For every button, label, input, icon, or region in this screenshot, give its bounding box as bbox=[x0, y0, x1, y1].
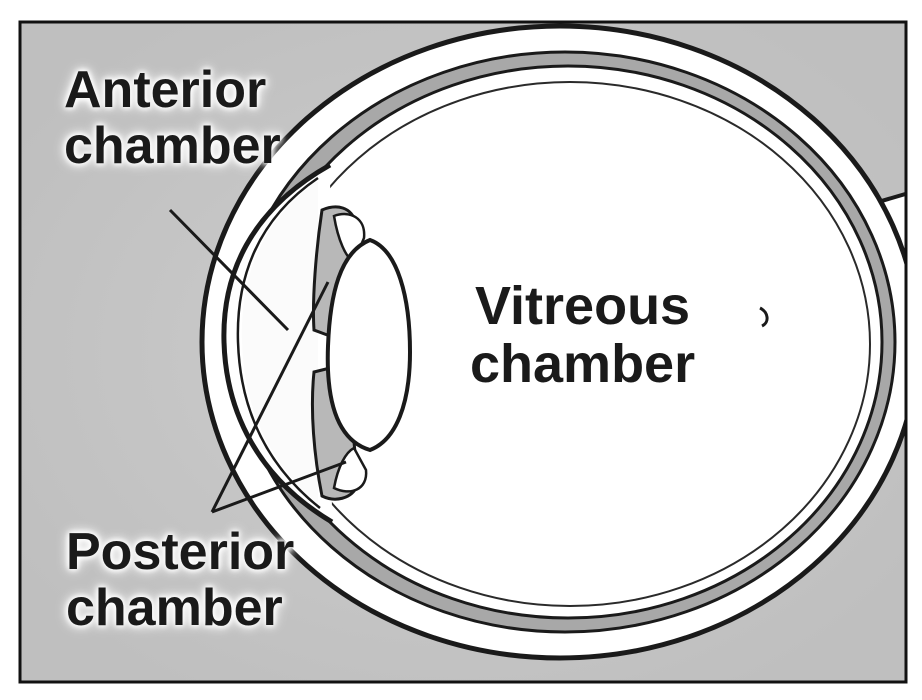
label-vitreous-chamber: Vitreous chamber bbox=[470, 277, 695, 394]
label-posterior-chamber: Posterior chamber bbox=[66, 524, 294, 636]
label-posterior-line2: chamber bbox=[66, 579, 283, 638]
label-anterior-line1: Anterior bbox=[64, 61, 267, 119]
label-anterior-line2: chamber bbox=[64, 117, 281, 176]
pointer-posterior-upper bbox=[210, 281, 330, 513]
label-vitreous-line2: chamber bbox=[470, 334, 696, 395]
label-posterior-line1: Posterior bbox=[66, 523, 295, 581]
pointer-anterior bbox=[168, 208, 290, 332]
ciliary-body-lower bbox=[332, 446, 368, 493]
label-vitreous-line1: Vitreous bbox=[475, 276, 691, 336]
pointer-posterior-lower bbox=[211, 460, 347, 514]
label-anterior-chamber: Anterior chamber bbox=[64, 62, 281, 174]
figure-frame bbox=[18, 20, 908, 684]
anterior-chamber bbox=[241, 182, 318, 504]
lens bbox=[325, 237, 413, 453]
